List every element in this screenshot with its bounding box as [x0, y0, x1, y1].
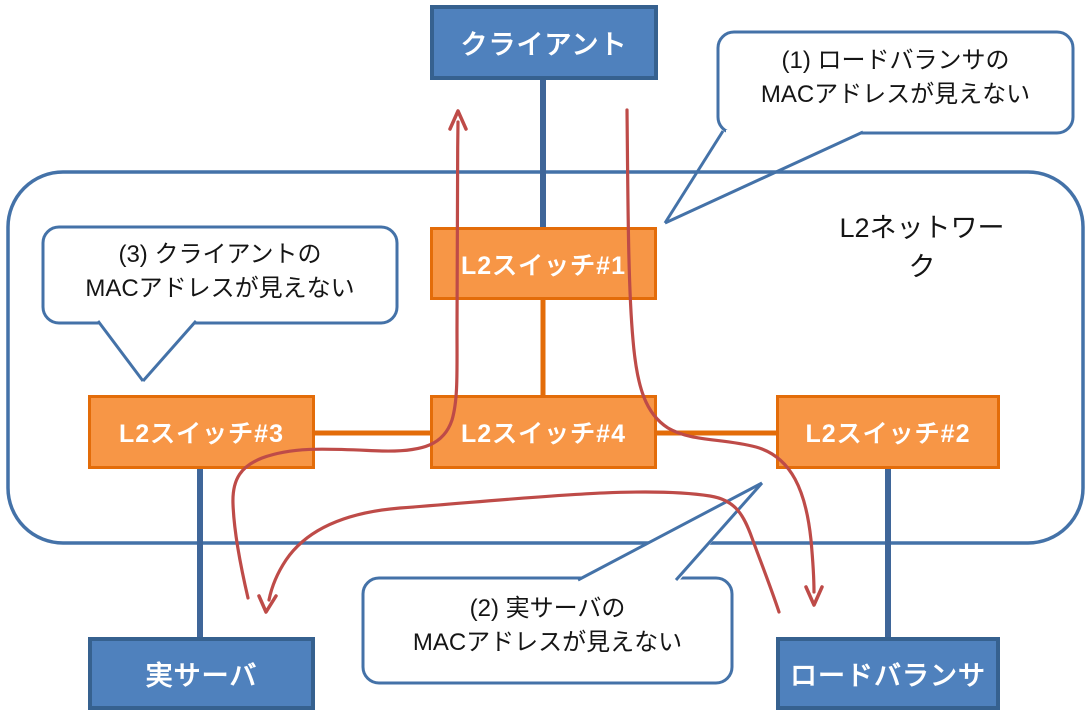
callout-1: (1) ロードバランサの MACアドレスが見えない	[718, 44, 1073, 112]
flow-server-to-client	[231, 120, 460, 600]
callout-2-tail-line	[577, 481, 763, 582]
callout-3-line1: (3) クライアントの	[118, 241, 322, 268]
node-real-server-label: 実サーバ	[145, 661, 258, 691]
node-client-label: クライアント	[460, 30, 628, 60]
flow-loadbalancer-to-server	[267, 490, 781, 614]
node-client: クライアント	[430, 5, 658, 80]
callout-3-bubble	[41, 225, 399, 382]
callout-1-line1: (1) ロードバランサの	[781, 47, 1010, 74]
node-l2-switch-2: L2スイッチ#2	[776, 395, 1000, 469]
node-real-server: 実サーバ	[88, 637, 315, 710]
node-l2-switch-1: L2スイッチ#1	[430, 227, 657, 300]
callout-2-tail-line	[674, 482, 764, 581]
node-l2-switch-3: L2スイッチ#3	[88, 395, 315, 469]
callout-1-line2: MACアドレスが見えない	[760, 81, 1031, 108]
node-load-balancer-label: ロードバランサ	[790, 661, 986, 691]
flow-arrowhead-down-loadbalancer	[804, 585, 824, 607]
callout-1-bubble	[663, 30, 1075, 225]
callout-2-bubble	[361, 481, 764, 685]
flow-arrowhead-down-server	[257, 594, 278, 614]
callout-3-tail-line	[96, 320, 145, 382]
node-l2-switch-3-label: L2スイッチ#3	[119, 420, 284, 448]
callout-3-tail-line	[141, 320, 198, 382]
callout-1-tail-line	[664, 130, 864, 225]
callout-2: (2) 実サーバの MACアドレスが見えない	[363, 592, 732, 660]
node-l2-switch-2-label: L2スイッチ#2	[805, 420, 971, 448]
flow-client-to-loadbalancer	[625, 108, 816, 594]
callout-3-line2: MACアドレスが見えない	[85, 275, 355, 302]
node-l2-switch-4-label: L2スイッチ#4	[461, 420, 626, 448]
callout-1-tail-line	[663, 130, 725, 224]
l2-network-label: L2ネットワーク	[839, 213, 1005, 282]
callout-3: (3) クライアントの MACアドレスが見えない	[43, 238, 397, 306]
node-load-balancer: ロードバランサ	[776, 637, 1000, 710]
callout-2-line1: (2) 実サーバの	[469, 595, 626, 622]
flow-arrowhead-up-client	[448, 109, 468, 131]
node-l2-switch-4: L2スイッチ#4	[430, 395, 657, 469]
node-l2-switch-1-label: L2スイッチ#1	[461, 251, 626, 280]
callout-2-line2: MACアドレスが見えない	[412, 629, 683, 656]
